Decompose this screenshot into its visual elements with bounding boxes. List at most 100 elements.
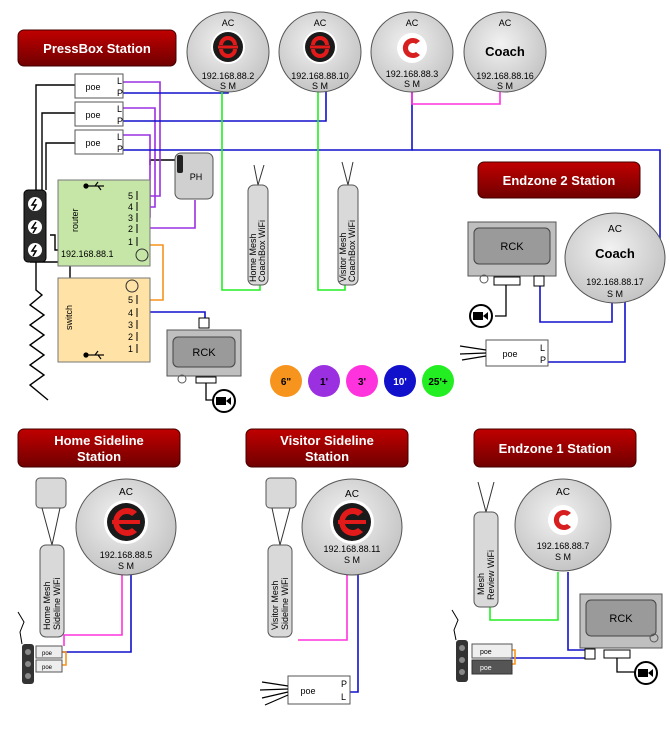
poe-unit-3: poe L P xyxy=(74,129,124,155)
power-icon xyxy=(30,244,38,257)
legend-item: 6" xyxy=(270,365,302,397)
logo-icon xyxy=(104,500,148,544)
banner-visitor-sideline-line1: Visitor Sideline xyxy=(280,433,374,448)
ac-ip: 192.168.88.5 xyxy=(100,550,153,560)
poe-port-p: P xyxy=(341,679,347,689)
ac-ports: S M xyxy=(404,79,420,89)
rck-label: RCK xyxy=(609,613,633,625)
coach-label: Coach xyxy=(595,246,635,261)
wifi-home-mesh-coachbox: Home Mesh CoachBox WiFi xyxy=(247,164,269,286)
poe-label: poe xyxy=(42,651,53,657)
legend-item: 3' xyxy=(346,365,378,397)
visitor-sideline-antenna xyxy=(265,477,297,546)
legend-label: 10' xyxy=(393,377,407,388)
banner-pressbox: PressBox Station xyxy=(17,29,177,67)
legend-item: 1' xyxy=(308,365,340,397)
poe-port-p: P xyxy=(540,355,546,365)
poe-label: poe xyxy=(502,349,517,359)
router-port: 5 xyxy=(128,191,133,201)
wifi-line1: Visitor Mesh xyxy=(338,233,348,282)
power-icon xyxy=(30,221,38,234)
ac-label: AC xyxy=(119,487,133,498)
legend-item: 10' xyxy=(384,365,416,397)
poe-unit-endzone1-1: poe xyxy=(471,643,513,659)
poe-unit-endzone2: poe L P xyxy=(459,339,549,367)
router-port: 2 xyxy=(128,224,133,234)
ph-label: PH xyxy=(190,172,203,182)
poe-unit-home-2: poe xyxy=(35,659,63,673)
ac-unit-3: AC 192.168.88.3 S M xyxy=(370,11,454,93)
poe-port-l: L xyxy=(117,104,122,114)
wifi-line1: Home Mesh xyxy=(42,581,52,630)
cable-length-legend: 6" 1' 3' 10' 25'+ xyxy=(270,365,454,397)
wifi-line2: Sideline WiFi xyxy=(280,577,290,630)
ac-label: AC xyxy=(499,18,512,28)
poe-port-l: L xyxy=(117,76,122,86)
ac-ports: S M xyxy=(497,81,513,91)
ac-label: AC xyxy=(556,487,570,498)
router-port: 4 xyxy=(128,202,133,212)
ac-ports: S M xyxy=(220,81,236,91)
banner-endzone1: Endzone 1 Station xyxy=(473,428,637,468)
wifi-line1: Visitor Mesh xyxy=(270,581,280,630)
logo-icon xyxy=(330,500,374,544)
ac-label: AC xyxy=(345,489,359,500)
ac-unit-2: AC 192.168.88.10 S M xyxy=(278,11,362,93)
wifi-home-mesh-sideline: Home Mesh Sideline WiFi xyxy=(39,544,65,638)
poe-label: poe xyxy=(42,665,53,671)
ac-ip: 192.168.88.7 xyxy=(537,541,590,551)
legend-label: 3' xyxy=(358,377,366,388)
switch-label: switch xyxy=(64,305,74,330)
router: router 192.168.88.1 5 4 3 2 1 xyxy=(57,179,151,267)
poe-unit-1: poe L P xyxy=(74,73,124,99)
home-sideline-antenna xyxy=(35,477,67,546)
switch-port: 4 xyxy=(128,308,133,318)
rck-unit-endzone1: RCK xyxy=(579,593,663,685)
switch: switch 5 4 3 2 1 xyxy=(57,277,151,363)
power-icon xyxy=(30,198,38,211)
ac-ip: 192.168.88.2 xyxy=(202,71,255,81)
poe-label: poe xyxy=(85,82,100,92)
poe-label: poe xyxy=(300,686,315,696)
camera-icon xyxy=(634,661,658,685)
poe-label: poe xyxy=(85,138,100,148)
ac-ip: 192.168.88.3 xyxy=(386,69,439,79)
wifi-visitor-mesh-sideline: Visitor Mesh Sideline WiFi xyxy=(267,544,293,638)
wifi-line2: CoachBox WiFi xyxy=(257,220,267,282)
ac-ip: 192.168.88.16 xyxy=(476,71,534,81)
rck-unit-pressbox: RCK xyxy=(166,317,242,413)
usb-icon xyxy=(83,181,104,191)
banner-home-sideline: Home Sideline Station xyxy=(17,428,181,468)
ac-ports: S M xyxy=(607,289,623,299)
banner-endzone1-title: Endzone 1 Station xyxy=(499,441,612,456)
legend-item: 25'+ xyxy=(422,365,454,397)
switch-port: 5 xyxy=(128,295,133,305)
ac-unit-visitor: AC 192.168.88.11 S M xyxy=(301,478,403,576)
rck-label: RCK xyxy=(500,241,524,253)
router-label: router xyxy=(70,208,80,232)
rck-label: RCK xyxy=(192,347,216,359)
legend-label: 1' xyxy=(320,377,328,388)
switch-port: 2 xyxy=(128,332,133,342)
poe-unit-visitor: poe P L xyxy=(259,675,351,706)
poe-port-l: L xyxy=(341,692,346,702)
router-ip: 192.168.88.1 xyxy=(61,249,114,259)
power-plug-icon xyxy=(259,681,289,706)
rck-unit-endzone2: RCK xyxy=(467,221,557,328)
power-plug-icon xyxy=(459,345,487,361)
poe-port-p: P xyxy=(117,144,123,154)
poe-label: poe xyxy=(480,649,492,656)
banner-home-sideline-line1: Home Sideline xyxy=(54,433,144,448)
ac-label: AC xyxy=(222,18,235,28)
ac-label: AC xyxy=(314,18,327,28)
poe-port-p: P xyxy=(117,88,123,98)
ac-label: AC xyxy=(608,224,622,235)
banner-visitor-sideline-line2: Station xyxy=(305,449,349,464)
poe-label: poe xyxy=(85,110,100,120)
ac-ports: S M xyxy=(555,552,571,562)
ac-ports: S M xyxy=(312,81,328,91)
router-port: 1 xyxy=(128,237,133,247)
ac-unit-coach-1: AC Coach 192.168.88.16 S M xyxy=(463,11,547,93)
ac-ip: 192.168.88.10 xyxy=(291,71,349,81)
wifi-line2: CoachBox WiFi xyxy=(347,220,357,282)
